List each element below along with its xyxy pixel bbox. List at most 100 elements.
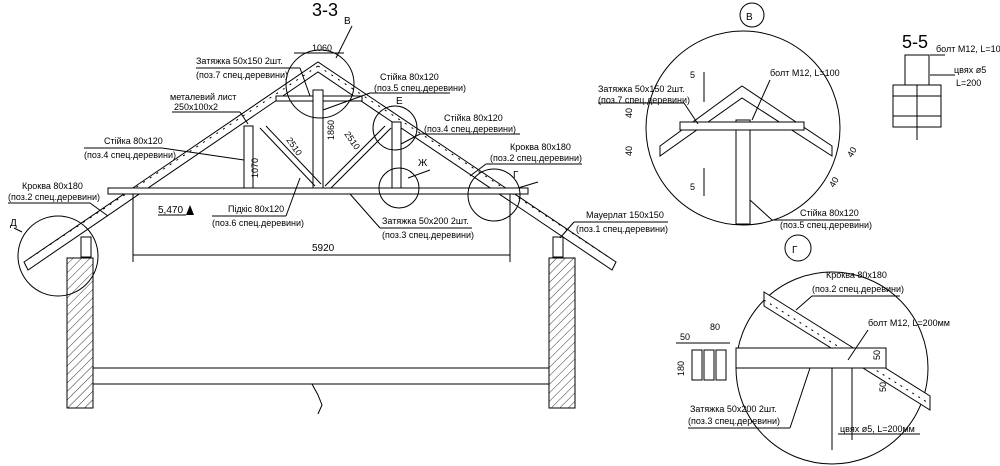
leader-stiyka-right-b <box>400 133 421 145</box>
detail-v-section-bottom: 5 <box>690 182 695 192</box>
callout-letter-e: Е <box>396 96 403 107</box>
label-zatyazhka-bottom: Затяжка 50х200 2шт. <box>382 216 469 226</box>
leader-metal-b <box>239 111 249 125</box>
diag-2510-b: 2510 <box>342 129 362 151</box>
leader-pidkis-b <box>285 177 301 217</box>
post-right <box>391 121 402 189</box>
detail-v-dim-40c: 40 <box>845 145 859 159</box>
detail-v-post <box>735 119 751 225</box>
leader-stiyka-top-b <box>322 92 371 111</box>
callout-letter-d: Д <box>10 218 17 229</box>
detail-g-leader-zatyazhka-b <box>789 367 811 429</box>
callout-circle-zh <box>378 167 420 209</box>
detail-v-stiyka: Стійка 80х120 <box>800 208 859 218</box>
detail-v-zatyazhka-pos: (поз.7 спец.деревини) <box>598 95 690 105</box>
detail-g-dim-50a: 50 <box>872 350 882 360</box>
leader-stiyka-left-b <box>161 147 245 161</box>
detail-5-5: 5-5 болт М12, L=100 цвях ø5 L=200 <box>892 32 1000 140</box>
detail-g-sketch-50: 50 <box>680 332 690 342</box>
detail-55-bolt: болт М12, L=100 <box>936 44 1000 54</box>
detail-v-zatyazhka: Затяжка 50х150 2шт. <box>598 84 685 94</box>
label-krokva-left-pos: (поз.2 спец.деревини) <box>8 192 100 202</box>
detail-v-circle <box>645 30 841 226</box>
label-metal-sheet: металевий лист <box>170 92 236 102</box>
detail-v-letter: В <box>746 12 753 23</box>
detail-g-label-circle <box>784 234 812 262</box>
leader-zh <box>407 169 431 179</box>
detail-55-title: 5-5 <box>902 32 928 52</box>
detail-v-dim-40b: 40 <box>624 146 634 156</box>
detail-55-nail: цвях ø5 <box>954 65 986 75</box>
mauerlat-left <box>80 236 92 258</box>
detail-g-tie <box>735 347 887 369</box>
detail-v-bolt: болт М12, L=100 <box>770 68 840 78</box>
strut-left-b <box>265 125 322 185</box>
tie-beam-bottom <box>107 187 529 195</box>
label-pidkis: Підкіс 80х120 <box>228 204 284 214</box>
callout-circle-d <box>17 215 99 297</box>
detail-v-section-top: 5 <box>690 70 695 80</box>
height-1860: 1860 <box>326 120 336 140</box>
callout-circle-v <box>285 49 355 119</box>
top-width-dim: 1060 <box>312 43 332 53</box>
detail-g-zatyazhka: Затяжка 50х200 2шт. <box>690 404 777 414</box>
label-pidkis-pos: (поз.6 спец.деревини) <box>212 218 304 228</box>
detail-g-letter: Г <box>792 245 798 256</box>
span-dim: 5920 <box>312 243 335 254</box>
detail-v: В 5 5 Затяжка 50х150 2шт. (поз.7 спец.де… <box>598 2 872 230</box>
label-stiyka-top-pos: (поз.5 спец.деревини) <box>374 83 466 93</box>
level-arrow <box>186 205 194 215</box>
label-stiyka-top: Стійка 80х120 <box>380 72 439 82</box>
callout-circle-e <box>372 105 418 151</box>
detail-v-leader-zatyazhka-b <box>683 102 699 125</box>
callout-letter-zh: Ж <box>418 158 428 169</box>
leader-krokva-left-b <box>89 202 109 217</box>
label-krokva-left: Кроква 80х180 <box>22 181 83 191</box>
section-3-3: 3-3 5920 1060 <box>8 0 668 415</box>
leader-d <box>13 227 23 233</box>
left-wall <box>66 257 94 409</box>
leader-mauerlat-b <box>559 221 575 239</box>
detail-g-sketch-180: 180 <box>676 361 686 376</box>
break-line <box>311 383 323 415</box>
leader-zatyazhka-bottom-b <box>349 193 381 229</box>
detail-g-sketch-80: 80 <box>710 322 720 332</box>
detail-55-post-top <box>904 54 930 86</box>
detail-g: Г Кроква 80х180 (поз.2 спец.деревини) бо… <box>676 234 950 465</box>
detail-g-bolt: болт М12, L=200мм <box>868 318 950 328</box>
right-wall <box>548 257 576 409</box>
detail-v-dim-40d: 40 <box>827 175 841 189</box>
height-1070: 1070 <box>250 158 260 178</box>
level-value: 5,470 <box>158 205 183 216</box>
detail-v-rafters <box>659 85 833 157</box>
rafter-outline <box>23 61 617 271</box>
label-mauerlat-pos: (поз.1 спец.деревини) <box>576 224 668 234</box>
strut-left-a <box>259 127 316 187</box>
detail-g-leader-krokva-b <box>795 295 813 311</box>
strut-right-a <box>324 125 386 187</box>
label-zatyazhka-top-pos: (поз.7 спец.деревини) <box>196 70 288 80</box>
leader-zatyazhka-top-b <box>299 67 311 97</box>
leader-krokva-right-b <box>469 163 487 177</box>
strut-right-b <box>330 127 392 189</box>
diag-2510-a: 2510 <box>284 135 304 157</box>
detail-g-nail: цвях ø5, L=200мм <box>840 424 915 434</box>
post-left <box>243 125 254 189</box>
label-krokva-right-pos: (поз.2 спец.деревини) <box>490 153 582 163</box>
detail-v-leader-bolt <box>751 79 771 121</box>
detail-g-sketch-c <box>715 349 727 381</box>
detail-55-nail-len: L=200 <box>956 78 981 88</box>
label-mauerlat: Мауерлат 150х150 <box>586 210 664 220</box>
label-metal-sheet-size: 250х100х2 <box>174 102 218 112</box>
detail-g-sketch-a <box>691 349 703 381</box>
detail-v-leader-stiyka-b <box>749 199 773 221</box>
label-stiyka-left-pos: (поз.4 спец.деревини) <box>84 150 176 160</box>
detail-v-tie <box>679 121 805 131</box>
callout-circle-g <box>467 168 521 222</box>
leader-g <box>517 181 539 189</box>
label-stiyka-right-pos: (поз.4 спец.деревини) <box>424 124 516 134</box>
detail-g-sketch-b <box>703 349 715 381</box>
callout-letter-v: В <box>344 16 351 27</box>
rafter-left-dots <box>29 65 319 259</box>
